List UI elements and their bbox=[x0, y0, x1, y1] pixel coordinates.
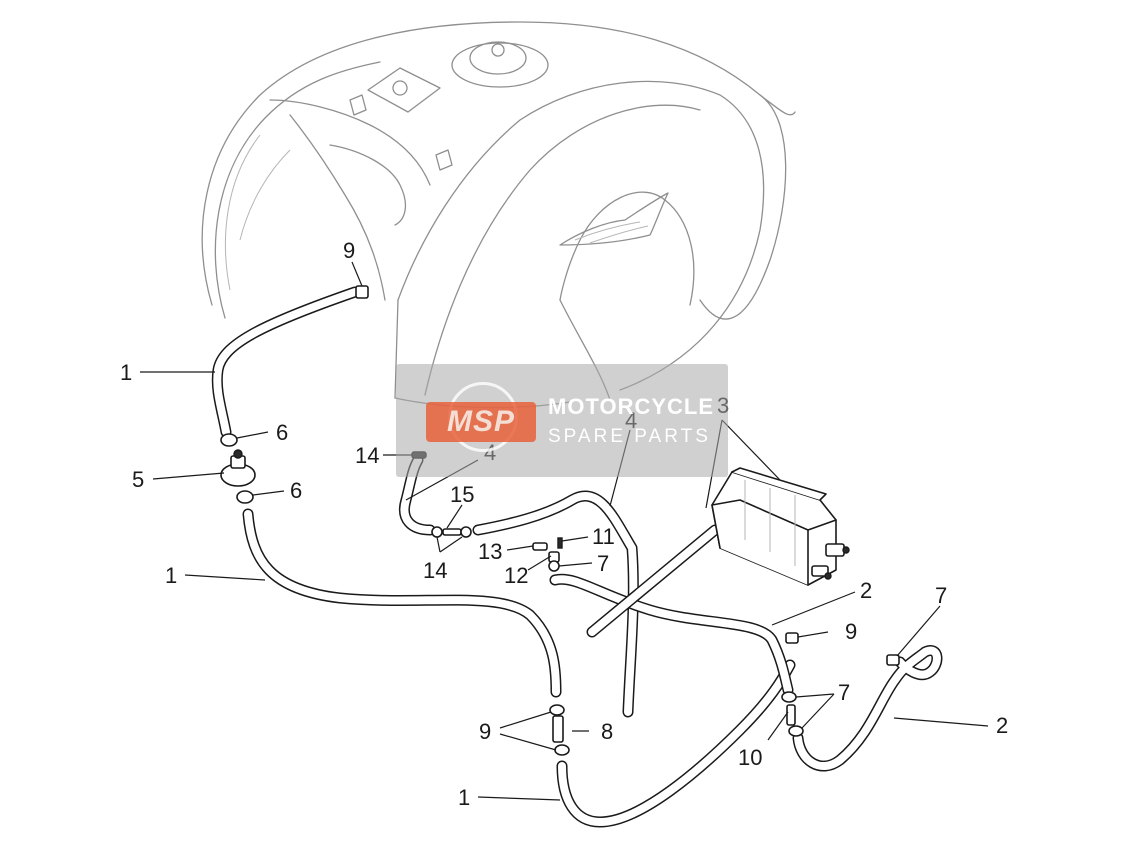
callout-14: 14 bbox=[423, 558, 447, 583]
watermark-title: MOTORCYCLE bbox=[548, 394, 715, 419]
small-parts bbox=[220, 285, 900, 756]
watermark: MSP MOTORCYCLE SPARE PARTS bbox=[396, 364, 728, 477]
callout-15: 15 bbox=[450, 482, 474, 507]
clamp-9-top bbox=[355, 285, 369, 299]
callout-11: 11 bbox=[592, 524, 615, 549]
callout-2: 2 bbox=[996, 713, 1008, 738]
clamps-9-connector-8 bbox=[549, 704, 570, 756]
callout-1: 1 bbox=[458, 785, 470, 810]
callout-7: 7 bbox=[838, 680, 850, 705]
callout-7: 7 bbox=[597, 551, 609, 576]
clamp-6-lower bbox=[236, 490, 254, 504]
watermark-badge: MSP bbox=[426, 402, 536, 442]
canister-3 bbox=[711, 467, 850, 586]
callout-9: 9 bbox=[479, 719, 491, 744]
valve-5 bbox=[220, 449, 256, 487]
callout-14: 14 bbox=[355, 443, 379, 468]
leader-lines bbox=[140, 261, 989, 801]
hoses bbox=[211, 286, 943, 828]
callout-1: 1 bbox=[120, 360, 132, 385]
fuel-tank bbox=[201, 21, 796, 409]
clamps-7-connector-10 bbox=[781, 691, 804, 737]
callout-6: 6 bbox=[276, 420, 288, 445]
callout-9: 9 bbox=[845, 619, 857, 644]
clamp-7-top-right bbox=[886, 654, 900, 666]
callout-7: 7 bbox=[935, 583, 947, 608]
callout-5: 5 bbox=[132, 467, 144, 492]
hose-1-upper bbox=[211, 286, 361, 438]
callout-2: 2 bbox=[860, 578, 872, 603]
watermark-subtitle: SPARE PARTS bbox=[548, 426, 711, 447]
callout-6: 6 bbox=[290, 478, 302, 503]
callout-8: 8 bbox=[601, 719, 613, 744]
callout-13: 13 bbox=[478, 539, 502, 564]
callout-12: 12 bbox=[504, 563, 528, 588]
hose-2-lower bbox=[792, 645, 943, 772]
callout-10: 10 bbox=[738, 745, 762, 770]
clamp-9-right bbox=[785, 632, 799, 644]
callout-9: 9 bbox=[343, 238, 355, 263]
fittings-11-12-13 bbox=[532, 537, 563, 572]
hose-1-lower bbox=[556, 659, 796, 828]
clamp-6-upper bbox=[220, 433, 238, 447]
eagle-logo-icon bbox=[559, 192, 669, 246]
fittings-14-15 bbox=[431, 526, 472, 538]
callout-1: 1 bbox=[165, 563, 177, 588]
